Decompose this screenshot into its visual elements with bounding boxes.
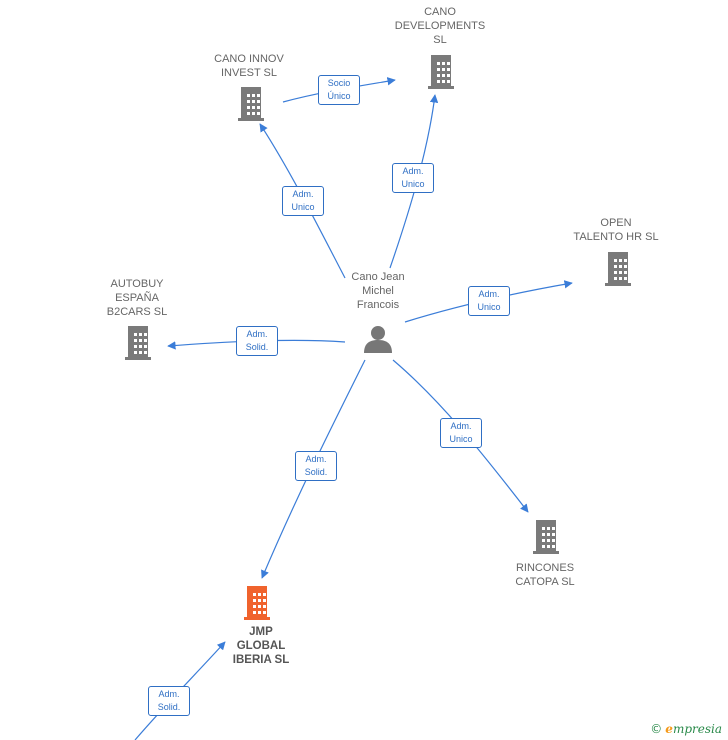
company-label-autobuy[interactable]: AUTOBUY ESPAÑA B2CARS SL — [106, 278, 168, 318]
building-icon — [428, 55, 454, 89]
building-icon — [238, 87, 264, 121]
building-icon — [605, 252, 631, 286]
brand-logo: ©empresia — [650, 722, 722, 736]
edge-label-open-talento: Adm.Unico — [468, 286, 510, 316]
edge-label-jmp: Adm.Solid. — [295, 451, 337, 481]
edge-label-autobuy: Adm.Solid. — [236, 326, 278, 356]
company-label-cano-dev[interactable]: CANO DEVELOPMENTS SL — [394, 6, 486, 46]
company-label-jmp[interactable]: JMP GLOBAL IBERIA SL — [232, 626, 290, 666]
edge-label-cano-innov: Adm.Unico — [282, 186, 324, 216]
edge-label-cano-dev: Adm.Unico — [392, 163, 434, 193]
building-icon — [533, 520, 559, 554]
company-label-rincones[interactable]: RINCONES CATOPA SL — [515, 562, 575, 588]
building-icon-highlight — [244, 586, 270, 620]
building-icon — [125, 326, 151, 360]
copyright-icon: © — [650, 722, 663, 736]
edge-label-external: Adm.Solid. — [148, 686, 190, 716]
person-icon — [364, 326, 392, 353]
company-label-cano-innov[interactable]: CANO INNOV INVEST SL — [214, 53, 284, 79]
company-label-open-talento[interactable]: OPEN TALENTO HR SL — [573, 217, 659, 243]
edge-label-rincones: Adm.Unico — [440, 418, 482, 448]
person-label[interactable]: Cano Jean Michel Francois — [351, 271, 405, 311]
